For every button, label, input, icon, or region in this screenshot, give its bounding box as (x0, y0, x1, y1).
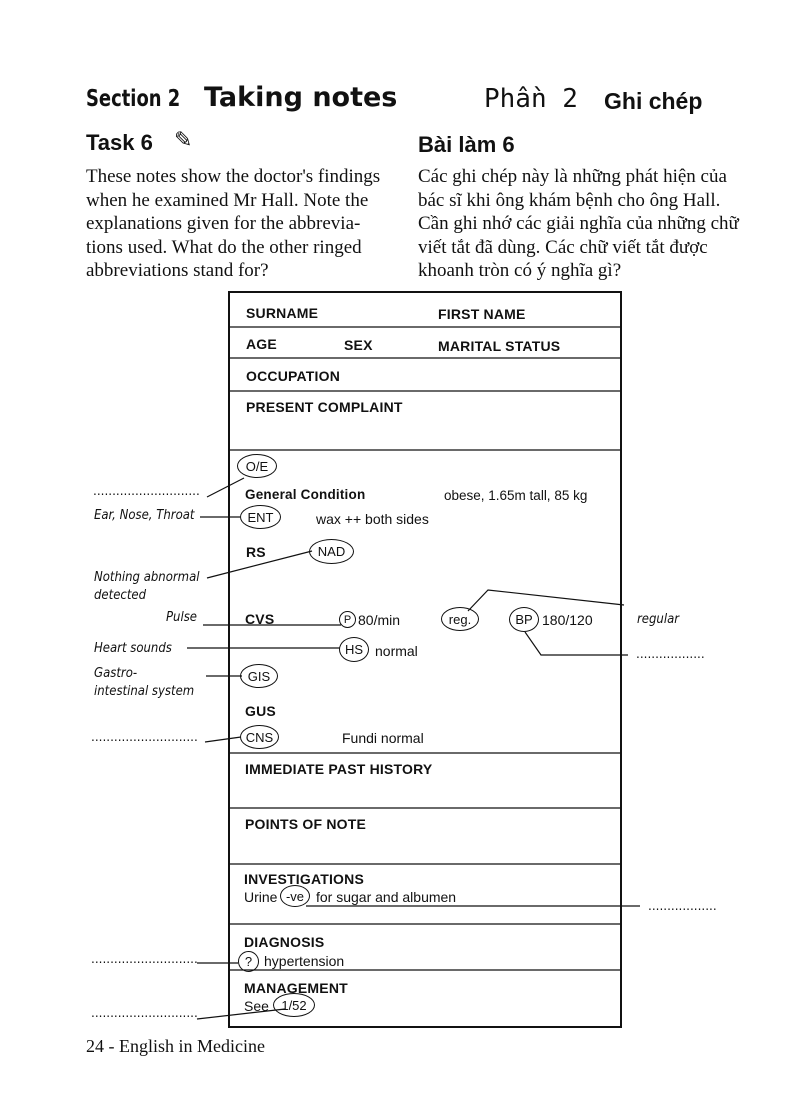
field-points-of-note: POINTS OF NOTE (245, 816, 367, 832)
task-line: bác sĩ khi ông khám bệnh cho ông Hall. (418, 189, 721, 211)
ring-cns: CNS (240, 725, 279, 749)
general-condition-value: obese, 1.65m tall, 85 kg (444, 488, 588, 503)
blank-ve: .................. (648, 899, 717, 913)
annotation-regular: regular (637, 612, 680, 627)
annotation-nad-2: detected (94, 588, 147, 603)
page-footer: 24 - English in Medicine (86, 1036, 265, 1056)
ring-gis: GIS (240, 664, 278, 688)
field-sex: SEX (344, 337, 373, 353)
task-line: viết tắt đã dùng. Các chữ viết tắt được (418, 236, 708, 258)
annotation-heart-sounds: Heart sounds (94, 641, 172, 656)
diagnosis-value: hypertension (264, 953, 345, 969)
section-number-en: Section 2 (86, 86, 181, 112)
pencil-icon: ✎ (174, 128, 193, 153)
abbr-nad: NAD (317, 544, 346, 559)
cns-value: Fundi normal (342, 730, 424, 746)
task-line: when he examined Mr Hall. Note the (86, 189, 369, 211)
field-surname: SURNAME (246, 305, 319, 321)
section-number-vi: Phần 2 (484, 84, 578, 114)
annotation-pulse: Pulse (166, 610, 198, 625)
field-immediate-past-history: IMMEDIATE PAST HISTORY (245, 761, 433, 777)
task-line: abbreviations stand for? (86, 260, 269, 281)
blank-oe: ............................ (93, 484, 200, 498)
urine-result: for sugar and albumen (316, 889, 457, 905)
abbr-hs: HS (344, 642, 364, 657)
see-label: See (244, 998, 269, 1014)
form-border (228, 291, 622, 1028)
task-line: Các ghi chép này là những phát hiện của (418, 166, 727, 187)
annotation-gis-2: intestinal system (94, 684, 195, 699)
ring-ve: -ve (280, 885, 310, 907)
field-investigations: INVESTIGATIONS (244, 871, 364, 887)
field-rs: RS (246, 544, 266, 560)
annotation-ent: Ear, Nose, Throat (94, 508, 195, 523)
section-title-en: Taking notes (204, 82, 398, 113)
ring-bp: BP (509, 607, 539, 632)
field-first-name: FIRST NAME (438, 306, 526, 322)
hs-value: normal (375, 643, 418, 659)
abbr-question: ? (244, 954, 253, 969)
bp-value: 180/120 (542, 612, 593, 628)
task-line: explanations given for the abbrevia- (86, 213, 361, 234)
field-occupation: OCCUPATION (246, 368, 341, 384)
ring-nad: NAD (309, 539, 354, 564)
task-text-en: These notes show the doctor's findings w… (86, 165, 380, 283)
ring-oe: O/E (237, 454, 277, 478)
task-title-vi: Bài làm 6 (418, 132, 515, 157)
ring-ent: ENT (240, 505, 281, 529)
field-diagnosis: DIAGNOSIS (244, 934, 325, 950)
ent-value: wax ++ both sides (316, 511, 429, 527)
task-line: These notes show the doctor's findings (86, 166, 381, 187)
urine-label: Urine (244, 889, 278, 905)
abbr-p: P (343, 613, 352, 626)
ring-reg: reg. (441, 607, 479, 631)
field-management: MANAGEMENT (244, 980, 348, 996)
abbr-reg: reg. (448, 611, 472, 627)
abbr-bp: BP (515, 612, 533, 627)
task-title-en: Task 6 (86, 130, 153, 155)
abbr-followup: 1/52 (281, 997, 307, 1013)
ring-question: ? (238, 951, 259, 972)
task-text-vi: Các ghi chép này là những phát hiện của … (418, 165, 739, 283)
field-present-complaint: PRESENT COMPLAINT (246, 399, 403, 415)
field-gus: GUS (245, 703, 276, 719)
ring-followup: 1/52 (273, 993, 315, 1017)
blank-bp: .................. (636, 647, 705, 661)
abbr-oe: O/E (245, 458, 269, 474)
ring-p: P (339, 611, 356, 628)
abbr-ve: -ve (285, 888, 305, 904)
field-general-condition: General Condition (245, 487, 366, 502)
blank-question: ............................ (91, 952, 198, 966)
annotation-nad-1: Nothing abnormal (94, 570, 200, 585)
abbr-gis: GIS (247, 668, 271, 684)
annotation-gis-1: Gastro- (94, 666, 138, 681)
task-line: khoanh tròn có ý nghĩa gì? (418, 260, 622, 281)
field-age: AGE (246, 336, 277, 352)
field-cvs: CVS (245, 611, 275, 627)
field-marital-status: MARITAL STATUS (438, 338, 561, 354)
abbr-ent: ENT (247, 509, 274, 525)
pulse-value: 80/min (358, 612, 401, 628)
task-line: tions used. What do the other ringed (86, 236, 362, 258)
blank-cns: ............................ (91, 730, 198, 744)
task-line: Cần ghi nhớ các giải nghĩa của những chữ (418, 213, 739, 234)
section-title-vi: Ghi chép (604, 88, 703, 114)
blank-followup: ............................ (91, 1006, 198, 1020)
abbr-cns: CNS (245, 729, 274, 745)
ring-hs: HS (339, 637, 369, 662)
